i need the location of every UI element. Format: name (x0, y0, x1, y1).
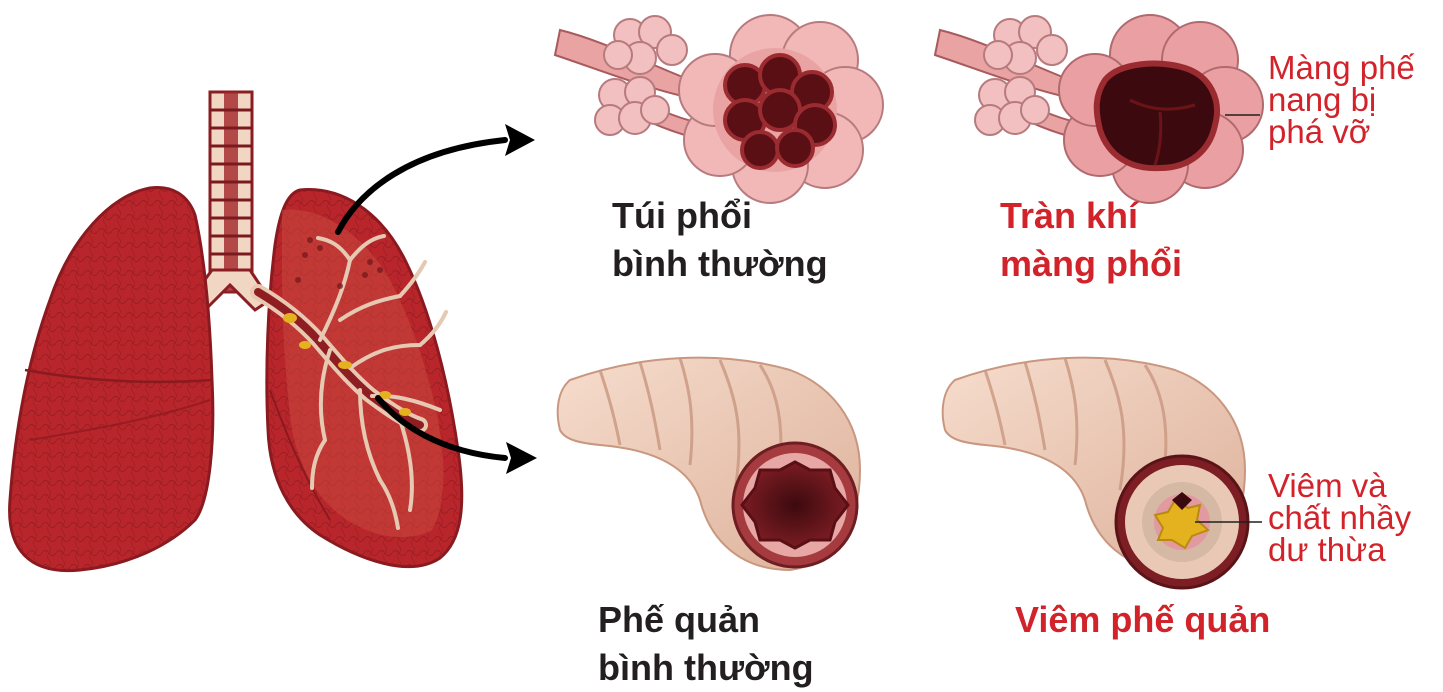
inflammation-mucus-annotation: Viêm và chất nhầy dư thừa (1268, 470, 1411, 566)
normal-alveoli-label-line-2: bình thường (612, 240, 828, 288)
inflammation-mucus-annotation-line-1: Viêm và (1268, 470, 1411, 502)
bronchitis-illustration (943, 358, 1262, 588)
normal-bronchus-illustration (558, 358, 860, 570)
right-lung (10, 187, 213, 570)
normal-alveoli-label-line-1: Túi phổi (612, 192, 828, 240)
normal-bronchus-label: Phế quản bình thường (598, 596, 814, 692)
alveolar-damage-annotation-line-1: Màng phế (1268, 52, 1415, 84)
bronchitis-label-line-1: Viêm phế quản (1015, 596, 1270, 644)
normal-alveoli-illustration (555, 15, 883, 203)
pneumothorax-label-line-1: Tràn khí (1000, 192, 1182, 240)
normal-bronchus-label-line-1: Phế quản (598, 596, 814, 644)
normal-alveoli-label: Túi phổi bình thường (612, 192, 828, 288)
alveolar-damage-annotation-line-3: phá vỡ (1268, 116, 1415, 148)
lungs-illustration (10, 92, 462, 571)
pneumothorax-label: Tràn khí màng phổi (1000, 192, 1182, 288)
alveolar-damage-annotation: Màng phế nang bị phá vỡ (1268, 52, 1415, 148)
normal-bronchus-label-line-2: bình thường (598, 644, 814, 692)
bronchitis-label: Viêm phế quản (1015, 596, 1270, 644)
pneumothorax-label-line-2: màng phổi (1000, 240, 1182, 288)
inflammation-mucus-annotation-line-2: chất nhầy (1268, 502, 1411, 534)
inflammation-mucus-annotation-line-3: dư thừa (1268, 534, 1411, 566)
alveolar-damage-annotation-line-2: nang bị (1268, 84, 1415, 116)
pneumothorax-alveoli-illustration (935, 15, 1263, 203)
